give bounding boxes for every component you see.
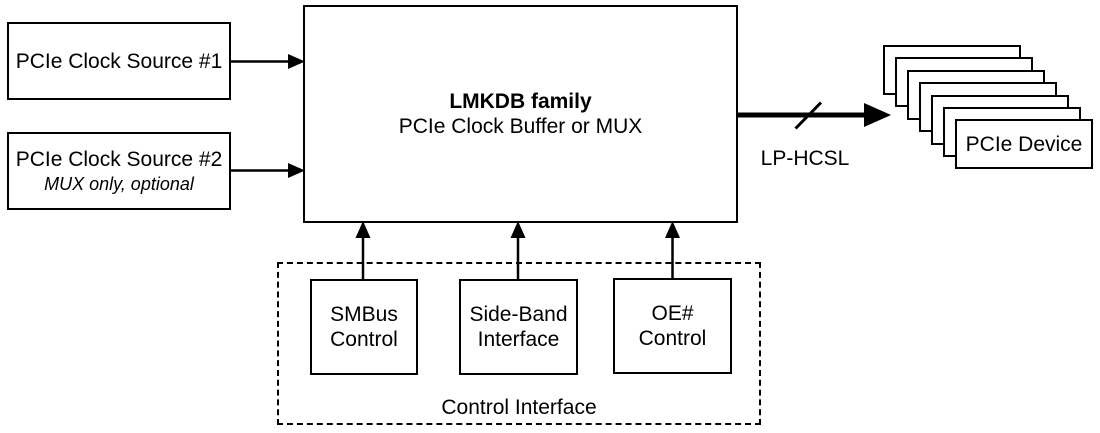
- smbus-control-label-line2: Control: [330, 328, 398, 351]
- clock-source-2-note: MUX only, optional: [44, 173, 194, 194]
- oe-control-box: OE# Control: [613, 278, 732, 374]
- clock1-arrow: [231, 54, 305, 69]
- clock2-arrow: [231, 163, 305, 178]
- oe-control-label-line1: OE#: [651, 302, 694, 325]
- sideband-interface-box: Side-Band Interface: [459, 279, 578, 375]
- control-interface-label: Control Interface: [441, 396, 597, 419]
- lmkdb-subtitle: PCIe Clock Buffer or MUX: [398, 115, 643, 138]
- pcie-device-card: PCIe Device: [955, 119, 1093, 170]
- lmkdb-title: LMKDB family: [449, 90, 592, 113]
- clock-source-2-box: PCIe Clock Source #2 MUX only, optional: [7, 132, 231, 210]
- pcie-device-label: PCIe Device: [965, 132, 1083, 156]
- oe-control-label-line2: Control: [638, 327, 707, 350]
- pcie-device-stack: PCIe Device: [883, 45, 1098, 173]
- clock-source-1-box: PCIe Clock Source #1: [7, 22, 231, 100]
- clock-source-2-label: PCIe Clock Source #2: [15, 147, 223, 171]
- lmkdb-main-block: LMKDB family PCIe Clock Buffer or MUX: [303, 5, 738, 223]
- oe-arrow: [665, 221, 680, 279]
- bus-type-label: LP-HCSL: [760, 147, 850, 170]
- clock-source-1-label: PCIe Clock Source #1: [15, 49, 223, 73]
- bus-slash: [794, 101, 823, 130]
- sideband-interface-label-line2: Interface: [477, 328, 560, 351]
- sideband-interface-label-line1: Side-Band: [469, 303, 568, 326]
- smbus-arrow: [355, 221, 371, 280]
- smbus-control-label-line1: SMBus: [330, 303, 398, 326]
- sideband-arrow: [510, 221, 526, 280]
- smbus-control-box: SMBus Control: [310, 279, 418, 375]
- output-arrow: [737, 103, 891, 127]
- control-interface-group: SMBus Control Side-Band Interface OE# Co…: [277, 262, 761, 425]
